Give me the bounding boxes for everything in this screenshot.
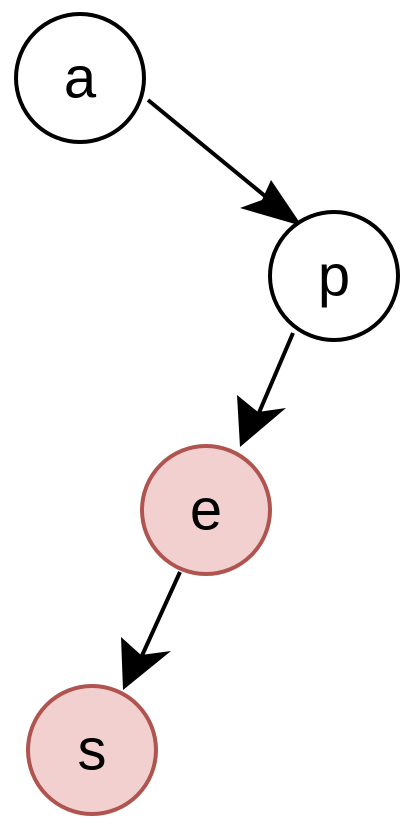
node-label: p: [318, 244, 350, 309]
node-circle: [268, 210, 400, 342]
edge-e-to-s: [121, 571, 182, 690]
arrowhead-icon: [240, 180, 302, 226]
node-circle: [14, 12, 146, 144]
node-label: e: [190, 478, 222, 543]
edge-p-to-e: [237, 332, 295, 447]
edge-a-to-p: [146, 98, 302, 226]
node-circle: [26, 684, 158, 816]
arrowhead-icon: [237, 395, 286, 447]
arrowhead-icon: [121, 637, 171, 690]
node-label: s: [78, 718, 107, 783]
node-s: s: [26, 684, 158, 816]
edge-line: [146, 98, 284, 212]
node-a: a: [14, 12, 146, 144]
edge-line: [138, 571, 182, 661]
node-e: e: [140, 444, 272, 576]
edge-line: [256, 332, 295, 416]
node-label: a: [64, 46, 97, 111]
edges: [121, 98, 302, 690]
node-circle: [140, 444, 272, 576]
node-p: p: [268, 210, 400, 342]
